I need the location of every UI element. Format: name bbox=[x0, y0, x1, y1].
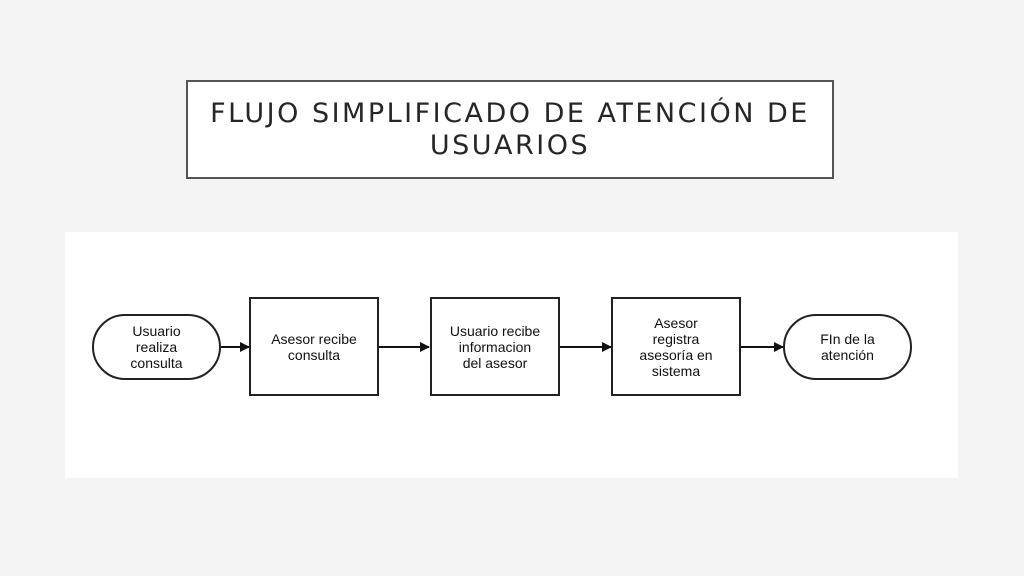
slide-title-line-1: FLUJO SIMPLIFICADO DE ATENCIÓN DE bbox=[210, 97, 810, 129]
flow-node-step-3: Asesor registra asesoría en sistema bbox=[611, 297, 741, 396]
flow-node-label: Usuario recibe informacion del asesor bbox=[449, 322, 541, 371]
flowchart-panel: Usuario realiza consulta Asesor recibe c… bbox=[65, 232, 958, 478]
flow-node-label: Asesor registra asesoría en sistema bbox=[639, 314, 713, 379]
slide-title-line-2: USUARIOS bbox=[429, 129, 591, 161]
flowchart-connectors bbox=[221, 342, 784, 352]
slide-title: FLUJO SIMPLIFICADO DE ATENCIÓN DE USUARI… bbox=[186, 80, 834, 179]
flow-node-step-2: Usuario recibe informacion del asesor bbox=[430, 297, 560, 396]
flow-node-label: FIn de la atención bbox=[820, 331, 875, 363]
flow-node-label: Usuario realiza consulta bbox=[130, 323, 183, 371]
flow-node-label: Asesor recibe consulta bbox=[271, 330, 357, 363]
flow-node-end: FIn de la atención bbox=[783, 314, 912, 380]
flow-node-step-1: Asesor recibe consulta bbox=[249, 297, 379, 396]
flow-node-start: Usuario realiza consulta bbox=[92, 314, 221, 380]
